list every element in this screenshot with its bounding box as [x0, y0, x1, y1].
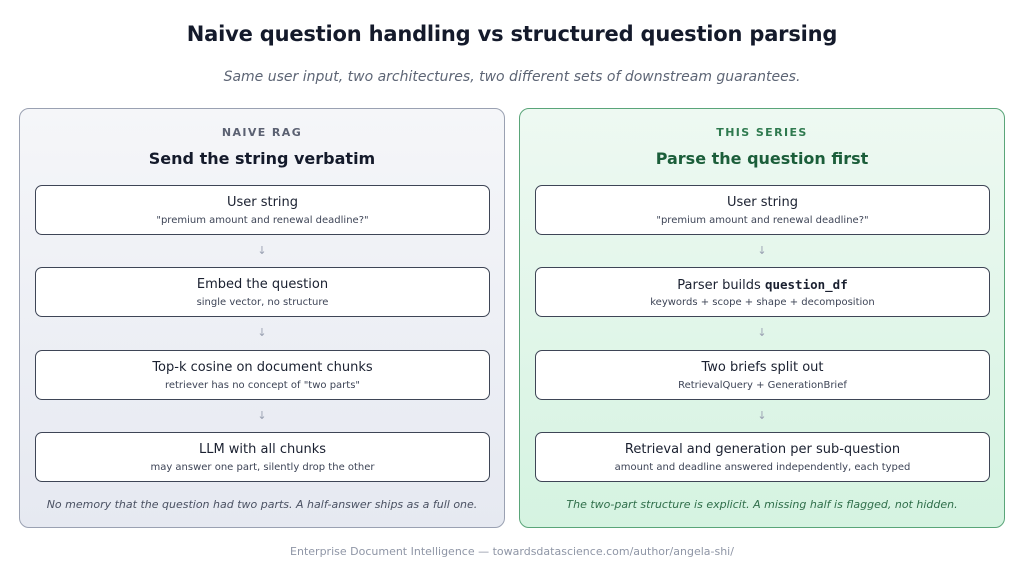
- panel-footnote: No memory that the question had two part…: [46, 498, 478, 511]
- step-description: amount and deadline answered independent…: [614, 462, 911, 473]
- step-embed-question: Embed the question single vector, no str…: [35, 267, 490, 317]
- panel-eyebrow: THIS SERIES: [716, 126, 808, 139]
- panel-heading: Parse the question first: [655, 149, 869, 168]
- structured-parsing-panel: THIS SERIES Parse the question first Use…: [519, 108, 1005, 528]
- step-title: Embed the question: [196, 277, 329, 292]
- naive-rag-panel: NAIVE RAG Send the string verbatim User …: [19, 108, 505, 528]
- step-retrieval-generation: Retrieval and generation per sub-questio…: [535, 432, 990, 482]
- footer-credit: Enterprise Document Intelligence — towar…: [290, 545, 734, 558]
- step-title: Top-k cosine on document chunks: [152, 360, 373, 375]
- panel-eyebrow: NAIVE RAG: [221, 126, 303, 139]
- panel-heading: Send the string verbatim: [148, 149, 376, 168]
- step-description: "premium amount and renewal deadline?": [156, 215, 369, 226]
- step-description: retriever has no concept of "two parts": [164, 380, 361, 391]
- arrow-down-icon: ↓: [757, 244, 767, 257]
- step-parser-builds: Parser builds question_df keywords + sco…: [535, 267, 990, 317]
- step-description: RetrievalQuery + GenerationBrief: [678, 380, 847, 391]
- step-top-k-cosine: Top-k cosine on document chunks retrieve…: [35, 350, 490, 400]
- arrow-down-icon: ↓: [257, 409, 267, 422]
- page-subtitle: Same user input, two architectures, two …: [223, 69, 801, 85]
- step-title: Parser builds question_df: [536, 277, 989, 293]
- step-title: Retrieval and generation per sub-questio…: [624, 442, 901, 457]
- page-title: Naive question handling vs structured qu…: [186, 22, 838, 46]
- step-title: User string: [226, 195, 299, 210]
- question-df-code: question_df: [764, 277, 848, 292]
- arrow-down-icon: ↓: [257, 326, 267, 339]
- step-description: keywords + scope + shape + decomposition: [650, 297, 875, 308]
- step-title: User string: [726, 195, 799, 210]
- arrow-down-icon: ↓: [757, 409, 767, 422]
- arrow-down-icon: ↓: [257, 244, 267, 257]
- step-title: Two briefs split out: [701, 360, 824, 375]
- step-description: "premium amount and renewal deadline?": [656, 215, 869, 226]
- step-title: LLM with all chunks: [198, 442, 327, 457]
- step-description: may answer one part, silently drop the o…: [150, 462, 375, 473]
- step-two-briefs: Two briefs split out RetrievalQuery + Ge…: [535, 350, 990, 400]
- arrow-down-icon: ↓: [757, 326, 767, 339]
- step-llm-all-chunks: LLM with all chunks may answer one part,…: [35, 432, 490, 482]
- step-title-text: Parser builds: [677, 278, 765, 293]
- panel-footnote: The two-part structure is explicit. A mi…: [566, 498, 958, 511]
- step-user-string: User string "premium amount and renewal …: [535, 185, 990, 235]
- step-description: single vector, no structure: [196, 297, 329, 308]
- step-user-string: User string "premium amount and renewal …: [35, 185, 490, 235]
